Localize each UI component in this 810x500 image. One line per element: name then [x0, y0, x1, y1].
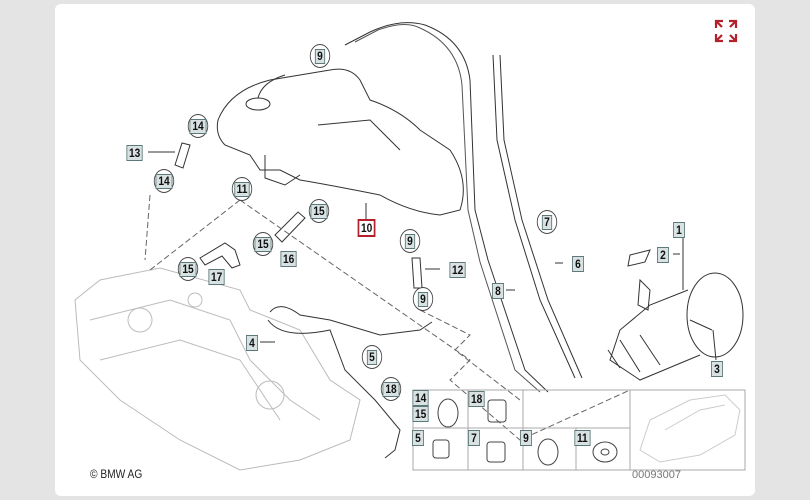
callout-text: 11 — [234, 181, 250, 197]
callout-4[interactable]: 4 — [246, 335, 258, 351]
hose-8 — [492, 54, 576, 379]
inset-callout-14[interactable]: 14 — [412, 390, 429, 406]
callout-9[interactable]: 9 — [399, 229, 421, 253]
inset-callout-5[interactable]: 5 — [412, 430, 424, 446]
callout-14[interactable]: 14 — [187, 114, 209, 138]
callout-text: 9 — [314, 48, 326, 64]
callout-text: 14 — [155, 173, 173, 189]
charcoal-canister — [607, 249, 744, 381]
inset-parts — [432, 398, 618, 466]
inset-callout-11[interactable]: 11 — [574, 430, 591, 446]
callout-text: 9 — [417, 291, 429, 307]
callout-5[interactable]: 5 — [361, 345, 383, 369]
callout-15[interactable]: 15 — [252, 232, 274, 256]
leader-lines — [144, 194, 631, 441]
callout-17[interactable]: 17 — [208, 269, 225, 285]
callout-text: 15 — [310, 203, 328, 219]
callout-text: 15 — [254, 236, 272, 252]
inset-callout-15[interactable]: 15 — [412, 406, 429, 422]
callout-text: 5 — [366, 349, 378, 365]
inset-callout-7[interactable]: 7 — [468, 430, 480, 446]
copyright-text: © BMW AG — [90, 467, 143, 481]
callout-14[interactable]: 14 — [153, 169, 175, 193]
callout-11[interactable]: 11 — [231, 177, 253, 201]
car-thumbnail — [639, 394, 741, 463]
callout-10-highlighted[interactable]: 10 — [357, 219, 376, 237]
callout-9[interactable]: 9 — [309, 44, 331, 68]
hose-4 — [269, 306, 433, 336]
inset-callout-9[interactable]: 9 — [520, 430, 532, 446]
callout-7[interactable]: 7 — [536, 210, 558, 234]
callout-6[interactable]: 6 — [572, 256, 584, 272]
callout-16[interactable]: 16 — [280, 251, 297, 267]
callout-15[interactable]: 15 — [177, 257, 199, 281]
callout-text: 15 — [179, 261, 197, 277]
expansion-tank — [216, 68, 464, 216]
hose-6 — [344, 22, 549, 393]
callout-15[interactable]: 15 — [308, 199, 330, 223]
expand-icon — [714, 19, 738, 43]
callout-18[interactable]: 18 — [380, 377, 402, 401]
callout-3[interactable]: 3 — [711, 361, 723, 377]
callout-text: 9 — [404, 233, 416, 249]
callout-text: 18 — [382, 381, 400, 397]
callout-8[interactable]: 8 — [492, 283, 504, 299]
leader-solid — [148, 151, 717, 361]
callout-12[interactable]: 12 — [449, 262, 466, 278]
callout-2[interactable]: 2 — [657, 247, 669, 263]
diagram-number: 00093007 — [632, 469, 681, 481]
expand-button[interactable] — [713, 18, 739, 44]
hose-5 — [267, 319, 401, 459]
callout-text: 7 — [541, 214, 553, 230]
inset-callout-18[interactable]: 18 — [468, 391, 485, 407]
callout-1[interactable]: 1 — [673, 222, 685, 238]
callout-9[interactable]: 9 — [412, 287, 434, 311]
callout-13[interactable]: 13 — [126, 145, 143, 161]
callout-text: 14 — [189, 118, 207, 134]
fuel-tank — [74, 267, 361, 471]
